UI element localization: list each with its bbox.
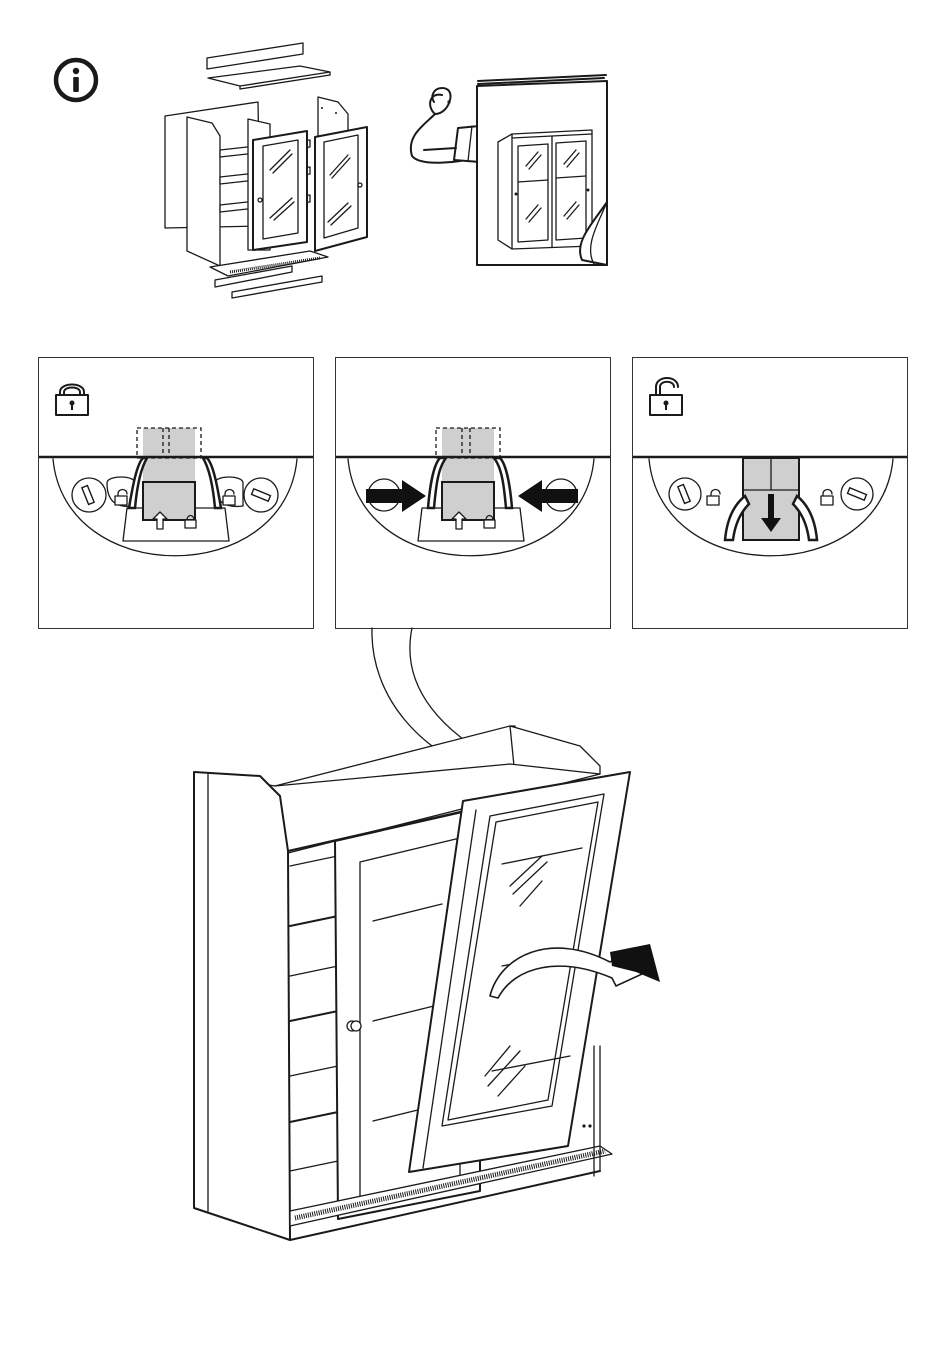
hinge-panel-locked [38, 357, 314, 629]
lock-closed-icon [54, 378, 90, 418]
lock-open-icon [648, 373, 688, 417]
manual-booklet-cabinet-icon [474, 74, 614, 270]
hinge-panel-press [335, 357, 611, 629]
hinge-clip-locked-icon [39, 418, 313, 588]
cabinet-exploded-parts-icon [160, 40, 410, 300]
press-arrows-icon [336, 418, 610, 588]
hinge-clip-unlocked-icon [633, 418, 907, 588]
curved-arrow-icon [610, 944, 660, 982]
cabinet-door-removal-icon [180, 626, 700, 1246]
info-icon [52, 56, 100, 104]
hinge-panel-unlocked [632, 357, 908, 629]
